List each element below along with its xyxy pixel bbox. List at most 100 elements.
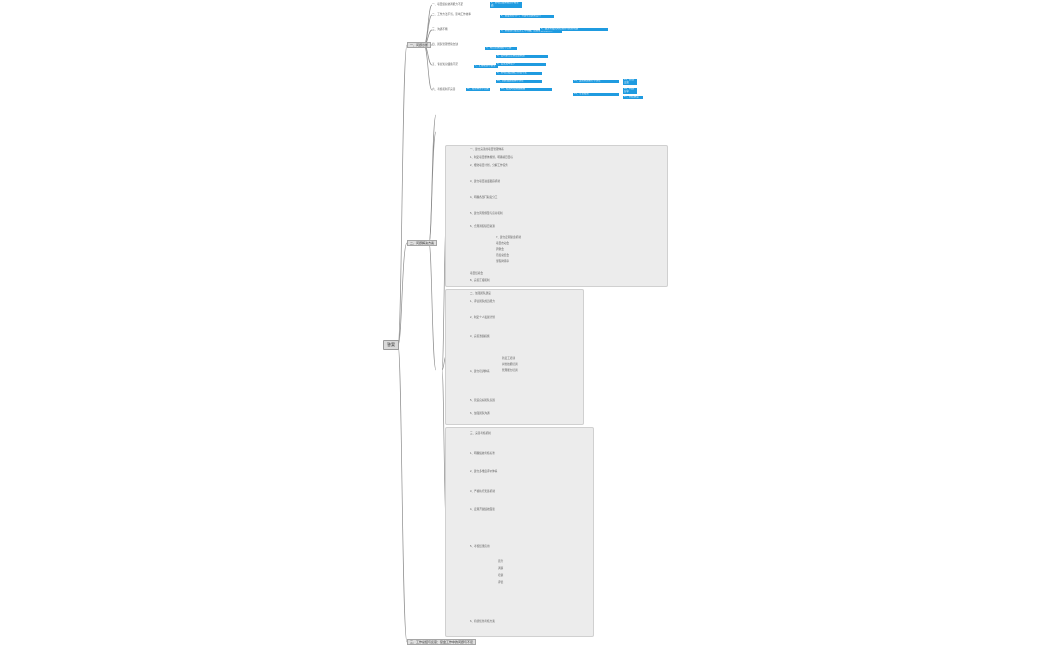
diagnosis-item[interactable]: 五、专业知识储备不足 [432,63,458,66]
hl-label: 8、会议效率低下 [497,62,516,65]
panel1-item[interactable]: 5、建立风险预警与应对机制 [470,212,503,215]
panel3-item[interactable]: 3、严格执行奖惩机制 [470,490,495,493]
panel3-subitem[interactable]: 晋升 [498,560,503,563]
highlight-node[interactable]: 14、专业培训 [573,92,619,96]
panel2-item[interactable]: 6、加强团队沟通 [470,412,490,415]
branch-summary[interactable]: 三、工作总结与反思：复盘工作中的问题与不足 [407,639,477,645]
highlight-node[interactable]: 11、培训体系不完善 [466,87,490,91]
panel1-item[interactable]: 1、制定项目整体规划，明确项目目标 [470,156,513,159]
highlight-node[interactable]: 9、对项目成员能力评估不足 [496,71,542,75]
panel1-subitem[interactable]: 里程碑评审 [496,260,509,263]
node-label: 项目启动会 [496,242,509,245]
hl-label: 13、奖惩机制执行不到位 [574,79,601,82]
node-label: 岗位技能培训 [502,363,518,366]
solution-panel-3 [445,427,594,637]
branch-solutions[interactable]: 二、问题解决方案 [407,240,438,246]
panel3-item[interactable]: 6、持续优化考核方案 [470,620,495,623]
highlight-node[interactable]: 5、项目资源调配不合理 [485,46,517,50]
item-label: 一、项目组织协调能力不足 [432,3,464,6]
hl-label: 5、项目资源调配不合理 [486,46,512,49]
panel1-item[interactable]: 3、建立项目进度跟踪机制 [470,180,500,183]
node-label: 4、明确各部门职责分工 [470,196,498,199]
highlight-node[interactable]: 2、进度把控不严，导致项目延期交付 [500,14,554,18]
highlight-node[interactable]: 7、汇报机制不健全 [474,64,498,68]
node-label: 3、严格执行奖惩机制 [470,490,495,493]
highlight-node[interactable]: 3、对各部门职责分工不明确，出现推诿扯皮现象 [500,29,562,33]
diagnosis-item[interactable]: 一、项目组织协调能力不足 [432,3,463,6]
panel3-subitem[interactable]: 评优 [498,581,503,584]
node-label: 3、建立项目进度跟踪机制 [470,180,500,183]
panel1-subitem[interactable]: 周例会 [496,248,504,251]
panel3-item[interactable]: 1、明确绩效考核标准 [470,452,495,455]
node-label: 3、完善激励措施 [470,335,490,338]
hl-label: 14、专业培训 [574,92,589,95]
panel1-item[interactable]: 6、合理调配项目资源 [470,225,495,228]
branch-label: 三、工作总结与反思：复盘工作中的问题与不足 [410,640,474,644]
node-label: 1、评估团队成员能力 [470,300,495,303]
panel2-item[interactable]: 5、营造良好团队氛围 [470,399,495,402]
root-node[interactable]: 答案 [383,340,399,350]
panel2-subitem[interactable]: 管理能力培训 [502,369,518,372]
highlight-node[interactable]: 12、绩效考核标准模糊 [500,87,552,91]
panel1-item[interactable]: 项目结项会 [470,272,483,275]
item-label: 三、沟通不畅 [432,28,448,31]
panel2-item[interactable]: 2、制定个人发展计划 [470,316,495,319]
panel3-subitem[interactable]: 培训 [498,574,503,577]
hl-label: 2、进度把控不严，导致项目延期交付 [501,14,541,17]
branch-label: 二、问题解决方案 [410,241,435,245]
panel1-title[interactable]: 一、建立完善的项目管理体系 [470,148,504,151]
highlight-node[interactable]: 13、奖惩机制执行不到位 [573,79,619,83]
panel2-subitem[interactable]: 新员工培训 [502,357,515,360]
hl-label: 12、绩效考核标准模糊 [501,87,526,90]
highlight-node[interactable]: 16、内部分享 [623,87,637,94]
panel1-subitem[interactable]: 7、建立定期复盘机制 [496,236,521,239]
node-label: 一、建立完善的项目管理体系 [470,148,504,151]
panel3-item[interactable]: 2、建立多维度评价体系 [470,470,497,473]
branch-label: 一、问题诊断 [410,43,429,47]
highlight-node[interactable]: 1、对项目整体规划不够全面 [490,1,522,8]
node-label: 2、制定个人发展计划 [470,316,495,319]
panel1-item[interactable]: 2、细化项目计划，分解工作任务 [470,164,508,167]
panel3-item[interactable]: 5、考核结果应用 [470,545,490,548]
highlight-node[interactable]: 17、制度建设 [623,95,643,99]
node-label: 2、细化项目计划，分解工作任务 [470,164,508,167]
panel3-title[interactable]: 三、完善考核机制 [470,432,491,435]
diagnosis-item[interactable]: 四、团队管理经验欠缺 [432,43,458,46]
branch-diagnosis[interactable]: 一、问题诊断 [407,42,432,48]
panel1-item[interactable]: 4、明确各部门职责分工 [470,196,497,199]
node-label: 2、建立多维度评价体系 [470,470,498,473]
node-label: 1、明确绩效考核标准 [470,452,495,455]
panel2-item[interactable]: 3、完善激励措施 [470,335,490,338]
panel1-item[interactable]: 8、完善汇报机制 [470,279,490,282]
panel2-subitem[interactable]: 岗位技能培训 [502,363,518,366]
highlight-node[interactable]: 8、会议效率低下 [496,62,546,66]
highlight-node[interactable]: 15、外部交流 [623,78,637,85]
panel1-subitem[interactable]: 项目启动会 [496,242,509,245]
node-label: 里程碑评审 [496,260,509,263]
panel3-item[interactable]: 4、定期开展绩效面谈 [470,508,495,511]
diagnosis-item[interactable]: 二、工作方法不当，影响工作效率 [432,13,471,16]
item-label: 四、团队管理经验欠缺 [432,43,458,46]
hl-label: 6、没有建立定期复盘机制 [497,54,525,57]
highlight-node[interactable]: 6、没有建立定期复盘机制 [496,54,548,58]
panel3-subitem[interactable]: 调薪 [498,567,503,570]
node-label: 8、完善汇报机制 [470,279,490,282]
hl-label: 16、内部分享 [624,87,634,93]
hl-label: 1、对项目整体规划不够全面 [491,1,519,7]
node-label: 管理能力培训 [502,369,518,372]
solution-panel-2 [445,289,584,425]
highlight-node[interactable]: 4、缺乏有效的风险预判与应对机制 [540,27,608,31]
node-label: 新员工培训 [502,357,515,360]
hl-label: 10、团队激励措施不到位 [497,79,524,82]
panel2-title[interactable]: 二、加强团队建设 [470,292,491,295]
panel1-subitem[interactable]: 月度总结会 [496,254,509,257]
diagnosis-item[interactable]: 三、沟通不畅 [432,28,448,31]
node-label: 4、定期开展绩效面谈 [470,508,495,511]
diagnosis-item[interactable]: 六、考核机制不完善 [432,88,455,91]
panel2-item[interactable]: 4、建立培训体系 [470,370,490,373]
hl-label: 15、外部交流 [624,78,634,84]
panel2-item[interactable]: 1、评估团队成员能力 [470,300,495,303]
node-label: 周例会 [496,248,504,251]
highlight-node[interactable]: 10、团队激励措施不到位 [496,79,542,83]
